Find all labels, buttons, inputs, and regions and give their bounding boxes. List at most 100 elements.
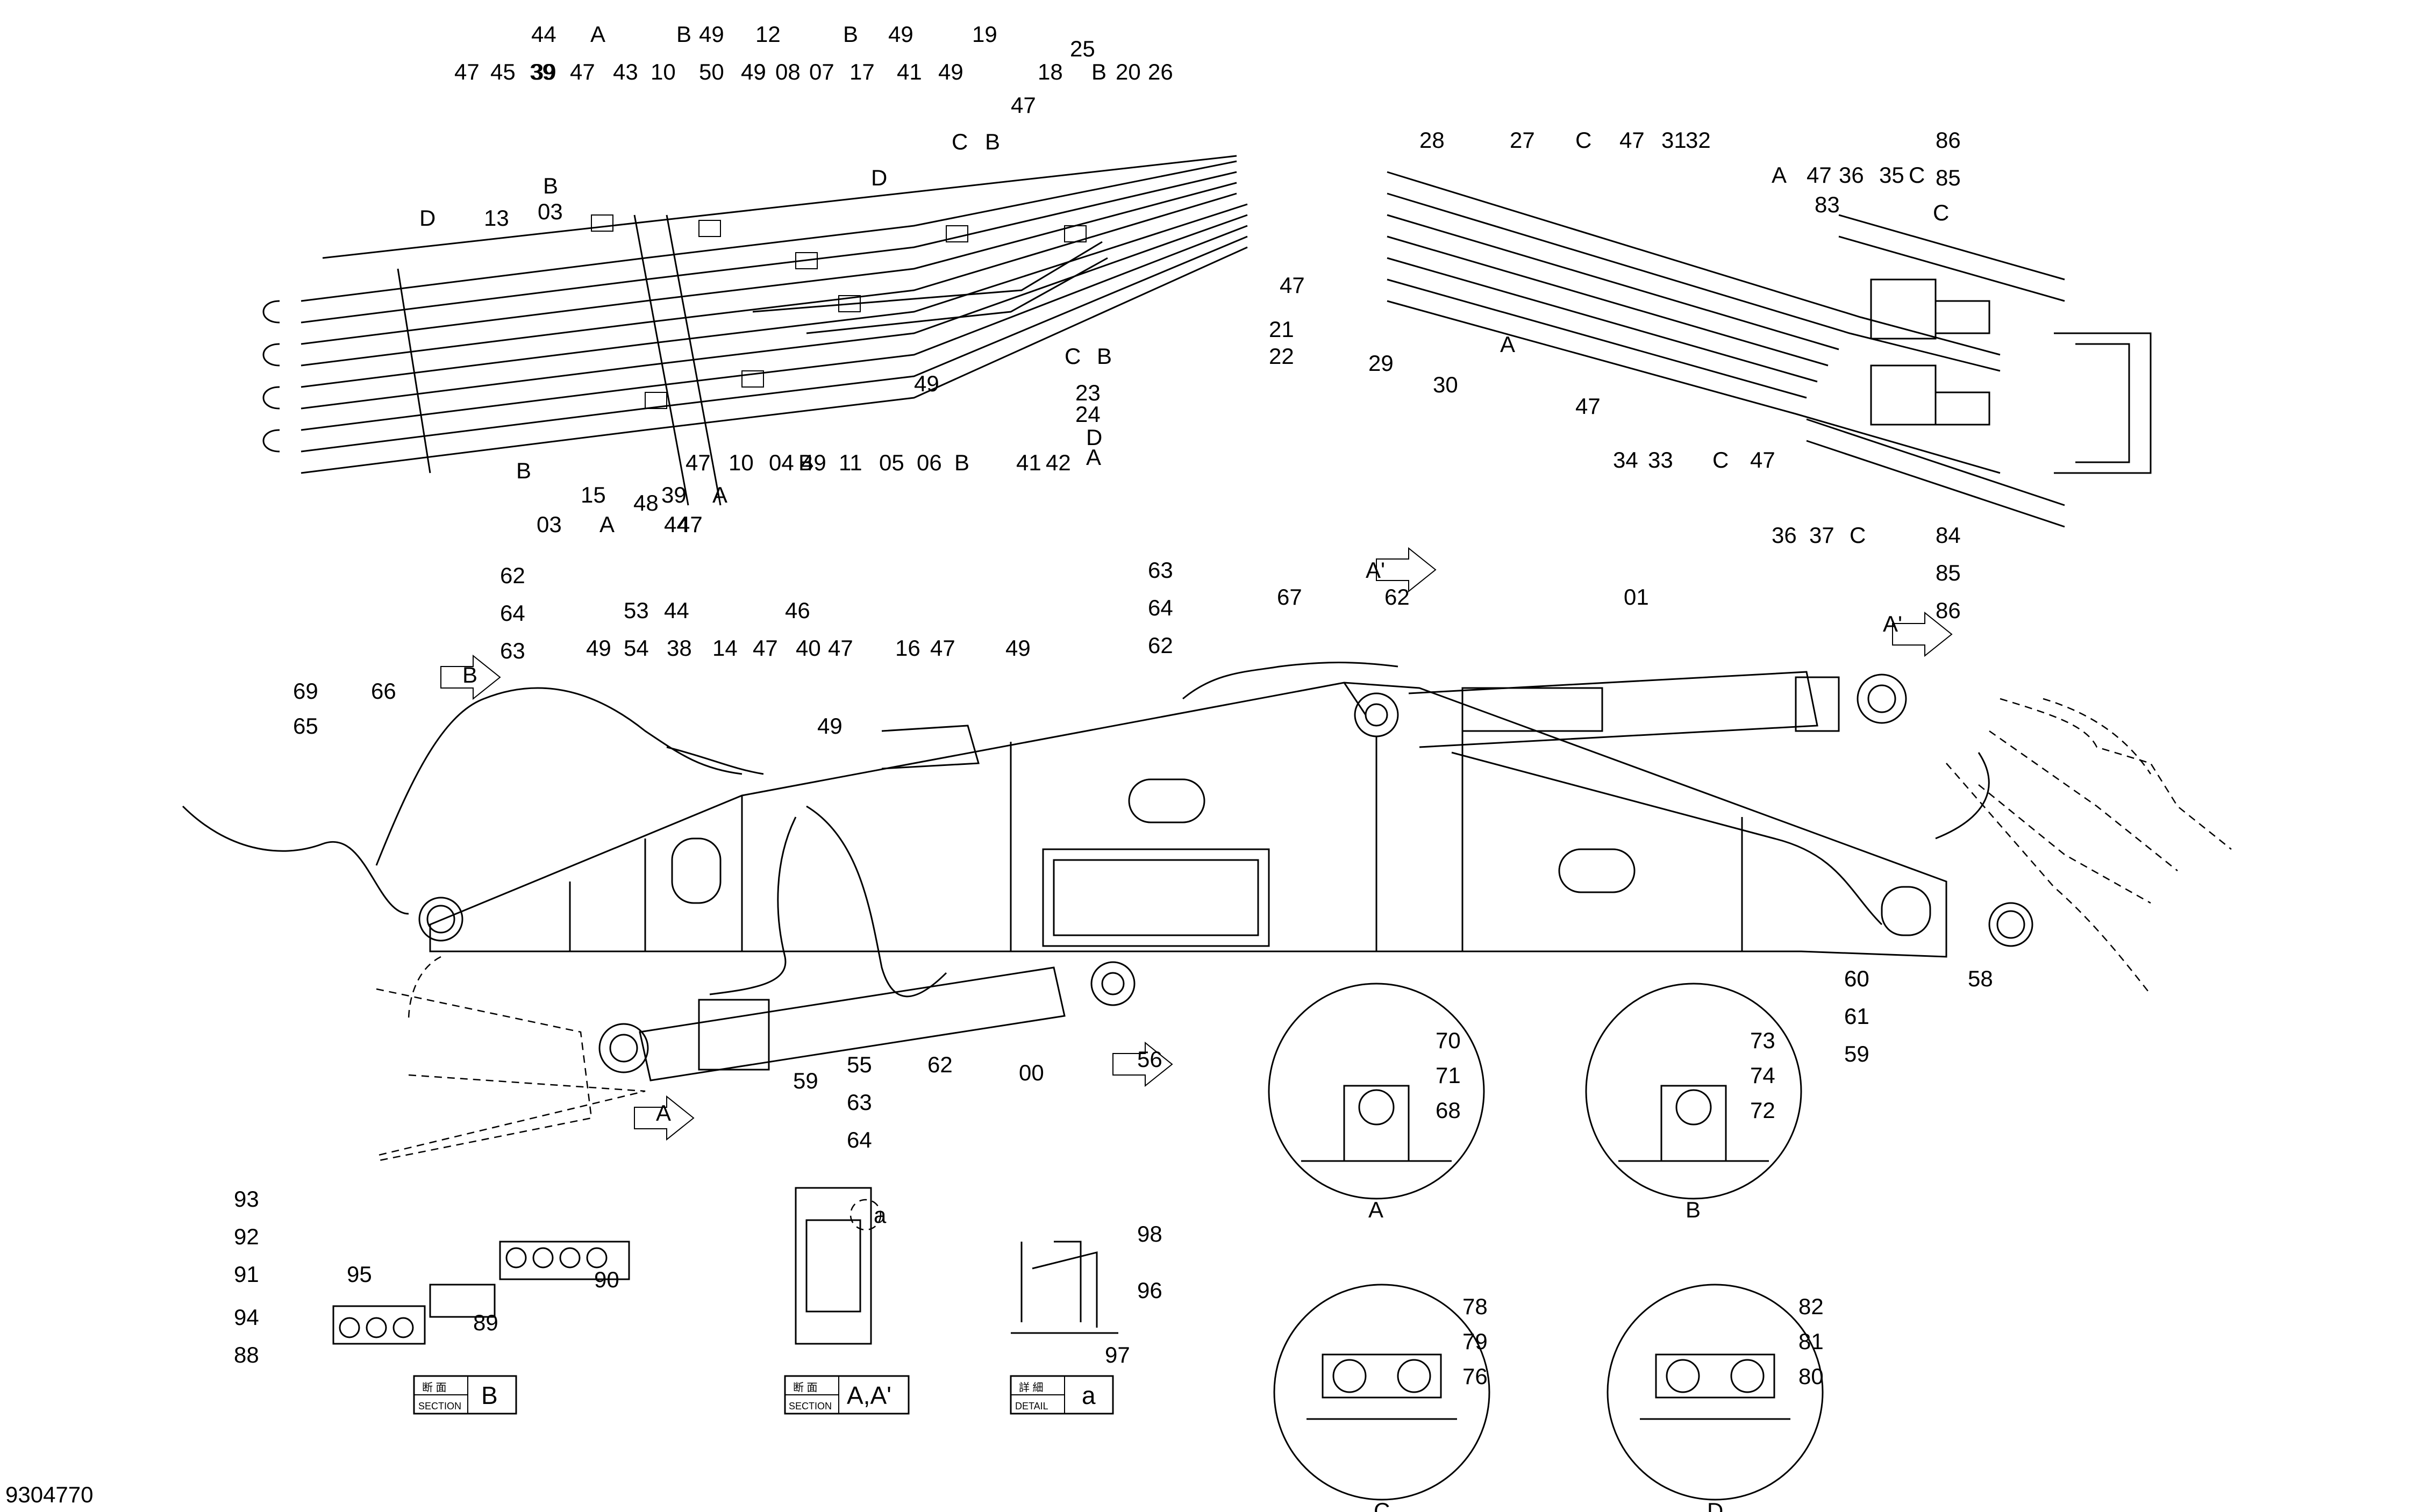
callout-label: B [543, 173, 558, 198]
callout-label: 03 [538, 199, 563, 224]
callout-label: C [1909, 162, 1925, 188]
section-aa-box-jp: 断 面 [793, 1381, 818, 1394]
callout-label: 30 [1433, 372, 1458, 397]
callout-label: 46 [785, 598, 810, 623]
callout-label: 96 [1137, 1278, 1162, 1303]
callout-label: 47 [930, 635, 955, 661]
callout-label: 11 [839, 450, 862, 475]
callout-label: 47 [454, 59, 480, 84]
callout-label: 31 [1661, 127, 1687, 153]
callout-label: 05 [879, 450, 904, 475]
callout-label: 21 [1269, 317, 1294, 342]
callout-label: 84 [1936, 522, 1961, 548]
callout-label: 49 [817, 713, 843, 739]
callout-label: 44 [664, 598, 689, 623]
section-aa-view [795, 1187, 882, 1345]
callout-label: 49 [938, 59, 963, 84]
callout-label: 60 [1844, 966, 1869, 991]
callout-label: 61 [1844, 1004, 1869, 1029]
callout-label: 62 [1384, 584, 1410, 610]
detail-label: 73 [1750, 1028, 1775, 1053]
callout-label: 43 [613, 59, 638, 84]
callout-label: 58 [1968, 966, 1993, 991]
callout-label: 49 [741, 59, 766, 84]
callout-label: 53 [624, 598, 649, 623]
callout-label: 04 [769, 450, 794, 475]
callout-label: 47 [1575, 393, 1601, 419]
callout-label: B [798, 450, 813, 475]
callout-label: 49 [699, 22, 724, 47]
callout-label: A' [1883, 611, 1902, 636]
callout-label: 55 [847, 1052, 872, 1077]
callout-label: 49 [888, 22, 913, 47]
callout-label: A [1772, 162, 1787, 188]
callout-label: 85 [1936, 165, 1961, 190]
callout-label: 28 [1419, 127, 1445, 153]
callout-label: C [1933, 200, 1949, 225]
callout-label: 47 [828, 635, 853, 661]
callout-label: 03 [537, 512, 562, 537]
callout-label: 41 [1016, 450, 1041, 475]
callout-label: 89 [473, 1310, 498, 1335]
callout-label: 90 [594, 1267, 619, 1292]
callout-label: 13 [484, 205, 509, 231]
callout-label: 14 [712, 635, 738, 661]
callout-label: B [843, 22, 858, 47]
section-b-box-en: SECTION [418, 1401, 461, 1411]
callout-label: C [1712, 447, 1729, 472]
callout-label: 39 [531, 59, 556, 84]
section-b-box: 断 面 SECTION B [413, 1375, 517, 1415]
callout-label: 22 [1269, 343, 1294, 369]
callout-label: 23 [1075, 380, 1101, 405]
callout-label: 94 [234, 1305, 259, 1330]
callout-label: 59 [1844, 1041, 1869, 1066]
callout-label: 41 [897, 59, 922, 84]
callout-label: 86 [1936, 598, 1961, 623]
detail-a-box-jp: 詳 細 [1019, 1381, 1044, 1394]
callout-label: D [871, 165, 887, 190]
callout-label: 63 [847, 1090, 872, 1115]
section-aa-box-en: SECTION [789, 1401, 832, 1411]
callout-label: 47 [753, 635, 778, 661]
callout-label: C [952, 129, 968, 154]
callout-label: 97 [1105, 1342, 1130, 1367]
callout-label: 54 [624, 635, 649, 661]
section-aa-box: 断 面 SECTION A,A' [784, 1375, 910, 1415]
callout-label: 32 [1686, 127, 1711, 153]
callout-label: B [1091, 59, 1106, 84]
callout-label: 83 [1815, 192, 1840, 217]
callout-label: A' [1366, 557, 1385, 583]
callout-label: A [656, 1100, 671, 1126]
callout-label: 62 [1148, 633, 1173, 658]
callout-label: 47 [677, 512, 703, 537]
detail-label: 68 [1436, 1098, 1461, 1123]
callout-label: 47 [570, 59, 595, 84]
drawing-number: 9304770 [5, 1482, 94, 1507]
detail-caption-b: B [1686, 1197, 1701, 1222]
callout-label: A [599, 512, 615, 537]
callout-label: C [1850, 522, 1866, 548]
detail-label: 72 [1750, 1098, 1775, 1123]
callout-label: C [1065, 343, 1081, 369]
callout-label: 25 [1070, 36, 1095, 61]
callout-label: 26 [1148, 59, 1173, 84]
callout-label: B [462, 662, 477, 687]
callout-label: 47 [1619, 127, 1645, 153]
callout-label: 16 [895, 635, 920, 661]
callout-label: 63 [500, 638, 525, 663]
callout-label: 62 [500, 563, 525, 588]
callout-label: 01 [1624, 584, 1649, 610]
callout-label: 08 [775, 59, 801, 84]
callout-label: 64 [1148, 595, 1173, 620]
detail-label: 78 [1462, 1294, 1488, 1319]
callout-label: 12 [755, 22, 781, 47]
callout-label: B [1097, 343, 1112, 369]
detail-a-box-en: DETAIL [1015, 1401, 1048, 1411]
detail-label: 74 [1750, 1063, 1775, 1088]
callout-label: 95 [347, 1262, 372, 1287]
callout-label: 38 [667, 635, 692, 661]
callout-label: 60 [1844, 966, 1869, 991]
callout-label: 69 [293, 678, 318, 704]
callout-label: 07 [809, 59, 834, 84]
callout-label: 10 [729, 450, 754, 475]
